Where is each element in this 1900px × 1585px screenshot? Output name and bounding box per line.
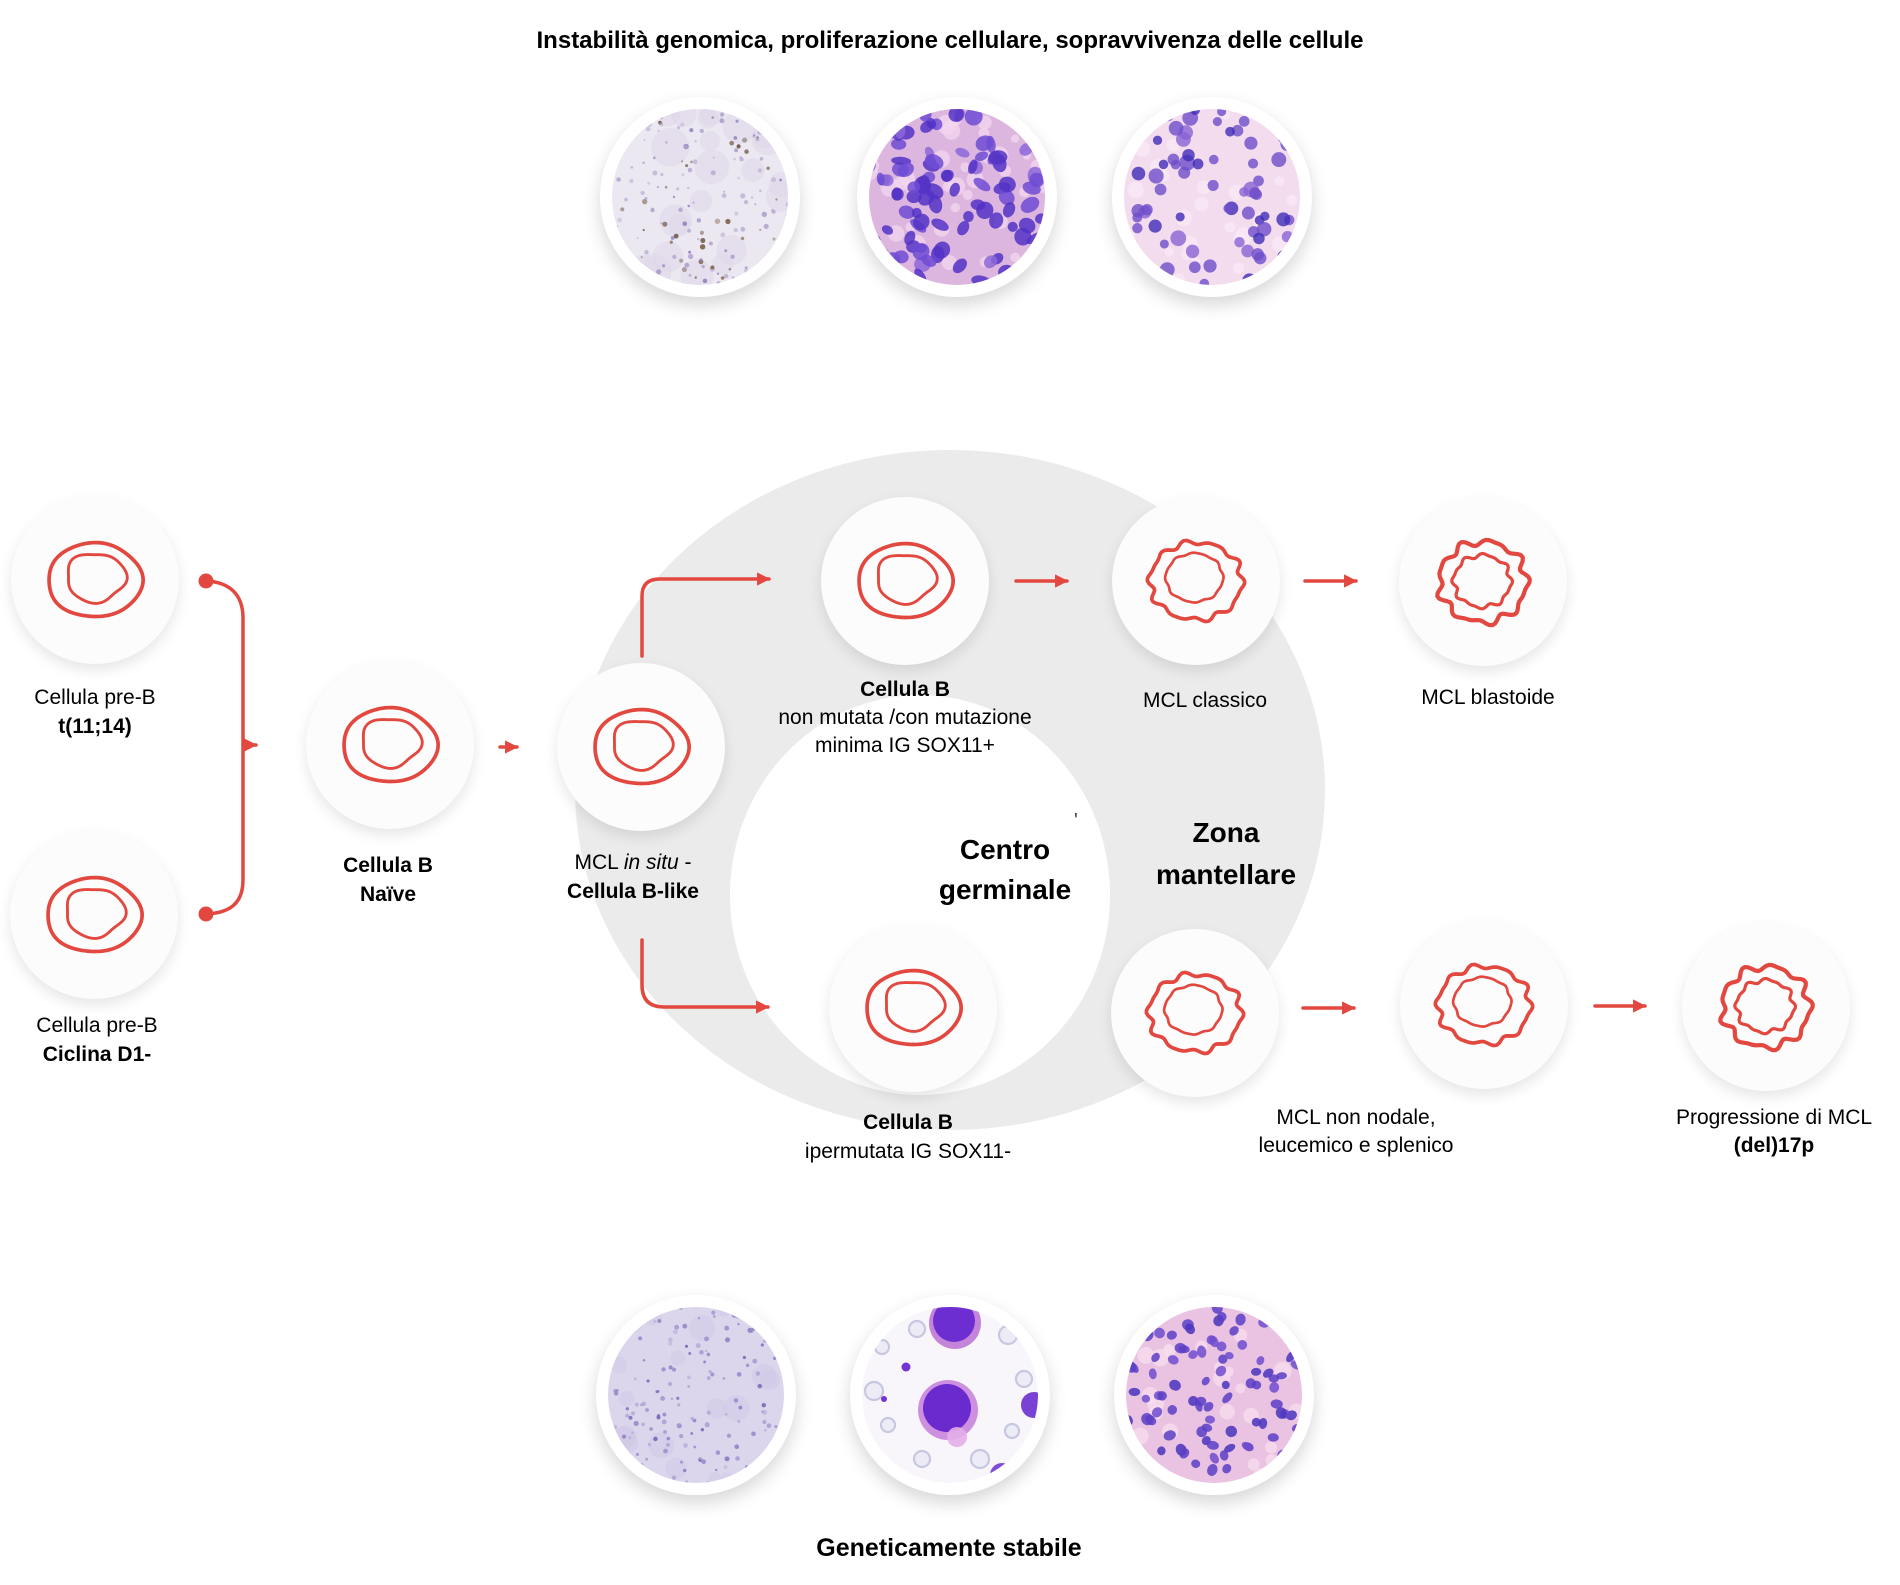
label-segment: - bbox=[678, 851, 692, 874]
histology-photo-top-2 bbox=[857, 97, 1057, 297]
histology-photo-top-3 bbox=[1112, 97, 1312, 297]
label-line: MCL non nodale, bbox=[1276, 1106, 1436, 1129]
label-line: MCL blastoide bbox=[1421, 686, 1555, 709]
label-line: non mutata /con mutazione bbox=[778, 706, 1032, 729]
cell-progressione-mcl bbox=[1682, 923, 1850, 1091]
wavy-mcl-cell-icon bbox=[1144, 970, 1246, 1056]
smooth-b-cell-icon bbox=[46, 875, 144, 954]
label-line: leucemico e splenico bbox=[1258, 1134, 1454, 1157]
label-line: Cellula B bbox=[860, 678, 950, 701]
flow-connectors bbox=[198, 572, 1647, 1015]
germinal-center-line2: germinale bbox=[938, 874, 1072, 905]
cell-b-non-mutata bbox=[821, 497, 989, 665]
bracket-connector bbox=[204, 579, 245, 916]
germinal-center-label: Centro germinale bbox=[939, 830, 1071, 910]
dense-purple-cells-image bbox=[869, 109, 1045, 285]
histology-photo-bottom-2 bbox=[850, 1295, 1050, 1495]
label-pre-b-t1114: Cellula pre-B t(11;14) bbox=[34, 683, 155, 741]
blood-smear-image bbox=[862, 1307, 1038, 1483]
cell-mcl-in-situ bbox=[557, 663, 725, 831]
smooth-b-cell-icon bbox=[342, 705, 440, 784]
label-segment-italic: in situ bbox=[623, 851, 679, 874]
histology-photo-bottom-1 bbox=[596, 1295, 796, 1495]
label-b-ipermutata: Cellula B ipermutata IG SOX11- bbox=[805, 1108, 1011, 1166]
cell-b-naive bbox=[306, 661, 474, 829]
blastoid-mcl-cell-icon bbox=[1682, 923, 1850, 1091]
blastoid-mcl-cell-icon bbox=[1399, 498, 1567, 666]
label-line: Cellula B-like bbox=[567, 880, 699, 903]
label-mcl-blastoide: MCL blastoide bbox=[1421, 683, 1554, 712]
bracket-dot-bottom bbox=[198, 906, 214, 922]
cell-mcl-non-nodale-1 bbox=[1111, 929, 1279, 1097]
label-line: Ciclina D1- bbox=[42, 1043, 152, 1066]
wavy-mcl-cell-icon bbox=[1145, 538, 1247, 624]
germinal-center-line1: Centro bbox=[959, 834, 1051, 865]
label-line: Cellula B bbox=[863, 1111, 953, 1134]
label-line: Cellula pre-B bbox=[34, 686, 156, 709]
ihc-pale-stain-image bbox=[612, 109, 788, 285]
label-line: t(11;14) bbox=[58, 715, 132, 738]
label-line: Progressione di MCL bbox=[1675, 1106, 1873, 1129]
label-line: (del)17p bbox=[1733, 1134, 1815, 1157]
smooth-b-cell-icon bbox=[865, 968, 963, 1047]
dense-pink-cells-image bbox=[1124, 109, 1300, 285]
bracket-dot-top bbox=[198, 573, 214, 589]
histology-photo-top-1 bbox=[600, 97, 800, 297]
label-line: MCL in situ - bbox=[567, 848, 699, 877]
histology-photo-bottom-3 bbox=[1114, 1295, 1314, 1495]
label-mcl-classico: MCL classico bbox=[1143, 686, 1267, 715]
wavy-mcl-cell-icon bbox=[1433, 962, 1535, 1048]
label-line: ipermutata IG SOX11- bbox=[804, 1140, 1012, 1163]
footer-caption: Geneticamente stabile bbox=[816, 1534, 1082, 1562]
cell-pre-b-t1114 bbox=[11, 496, 179, 664]
label-b-naive: Cellula B Naïve bbox=[343, 851, 433, 909]
arrow-insitu-to-lower bbox=[640, 938, 770, 1014]
label-line: minima IG SOX11+ bbox=[815, 734, 995, 757]
smooth-b-cell-icon bbox=[593, 707, 691, 786]
label-segment: MCL bbox=[574, 851, 624, 874]
label-b-non-mutata: Cellula B non mutata /con mutazione mini… bbox=[778, 676, 1031, 760]
arrow-insitu-to-upper bbox=[640, 572, 771, 658]
label-progressione-mcl: Progressione di MCL (del)17p bbox=[1676, 1104, 1872, 1160]
label-line: MCL classico bbox=[1142, 689, 1268, 712]
label-line: Cellula B bbox=[343, 854, 433, 877]
cell-mcl-classico bbox=[1112, 497, 1280, 665]
label-mcl-in-situ: MCL in situ - Cellula B-like bbox=[567, 848, 699, 906]
cell-pre-b-ciclina bbox=[10, 831, 178, 999]
smooth-b-cell-icon bbox=[857, 541, 955, 620]
label-mcl-non-nodale: MCL non nodale, leucemico e splenico bbox=[1259, 1104, 1454, 1160]
cell-mcl-blastoide bbox=[1399, 498, 1567, 666]
dense-he-cells-image bbox=[1126, 1307, 1302, 1483]
mantle-zone-line1: Zona bbox=[1192, 817, 1260, 848]
pale-dotted-stain-image bbox=[608, 1307, 784, 1483]
label-line: Naïve bbox=[359, 883, 417, 906]
label-pre-b-ciclina: Cellula pre-B Ciclina D1- bbox=[36, 1011, 157, 1069]
mantle-zone-line2: mantellare bbox=[1155, 859, 1297, 890]
page-title: Instabilità genomica, proliferazione cel… bbox=[536, 27, 1364, 54]
cell-b-ipermutata bbox=[829, 924, 997, 1092]
tick-mark: ' bbox=[1074, 810, 1078, 832]
mantle-zone-label: Zona mantellare bbox=[1156, 812, 1296, 896]
cell-mcl-non-nodale-2 bbox=[1400, 921, 1568, 1089]
smooth-b-cell-icon bbox=[47, 540, 145, 619]
label-line: Cellula pre-B bbox=[36, 1014, 158, 1037]
